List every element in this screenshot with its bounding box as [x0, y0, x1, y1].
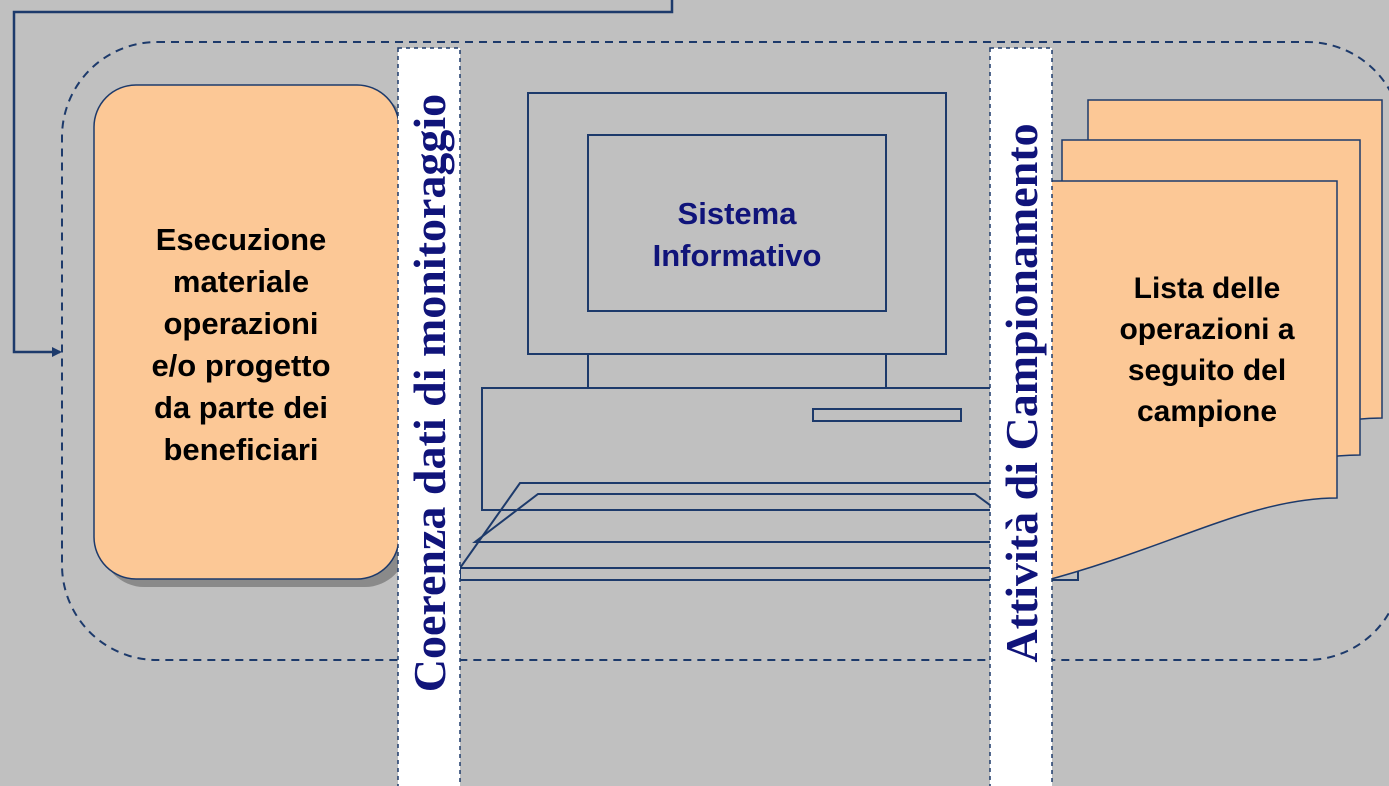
- document-stack-icon: [1039, 99, 1383, 583]
- left-box-line: Esecuzione: [155, 222, 327, 257]
- left-label-strip: [397, 47, 461, 786]
- left-box-line: operazioni: [163, 306, 319, 341]
- left-box-label: Esecuzione materiale operazioni e/o prog…: [96, 180, 386, 510]
- monitoring-consistency-label: Coerenza dati di monitoraggio: [403, 93, 455, 693]
- documents-line: operazioni a: [1119, 313, 1295, 346]
- left-box-line: beneficiari: [163, 432, 319, 467]
- monitor-frame: [527, 92, 947, 355]
- document-front: [1039, 180, 1338, 583]
- documents-label: Lista delle operazioni a seguito del cam…: [1062, 250, 1352, 450]
- monitor-label: Sistema Informativo: [588, 185, 886, 285]
- computer-icon: [458, 92, 1081, 581]
- documents-line: seguito del: [1127, 354, 1287, 387]
- keyboard-base: [459, 567, 1079, 581]
- left-box-line: da parte dei: [154, 390, 328, 425]
- sampling-activity-label: Attività di Campionamento: [995, 123, 1047, 663]
- left-box-line: materiale: [172, 264, 310, 299]
- disk-slot: [812, 408, 962, 422]
- monitor-screen: [587, 134, 887, 312]
- monitor-line: Sistema: [677, 196, 797, 231]
- documents-line: campione: [1136, 395, 1278, 428]
- cpu-case: [481, 387, 1013, 511]
- monitor-line: Informativo: [652, 238, 822, 273]
- documents-line: Lista delle: [1133, 272, 1281, 305]
- feedback-arrow: [12, 0, 674, 357]
- right-label-strip: [989, 47, 1053, 786]
- keyboard: [458, 482, 1081, 569]
- process-boundary: [61, 41, 1389, 661]
- left-box-line: e/o progetto: [151, 348, 331, 383]
